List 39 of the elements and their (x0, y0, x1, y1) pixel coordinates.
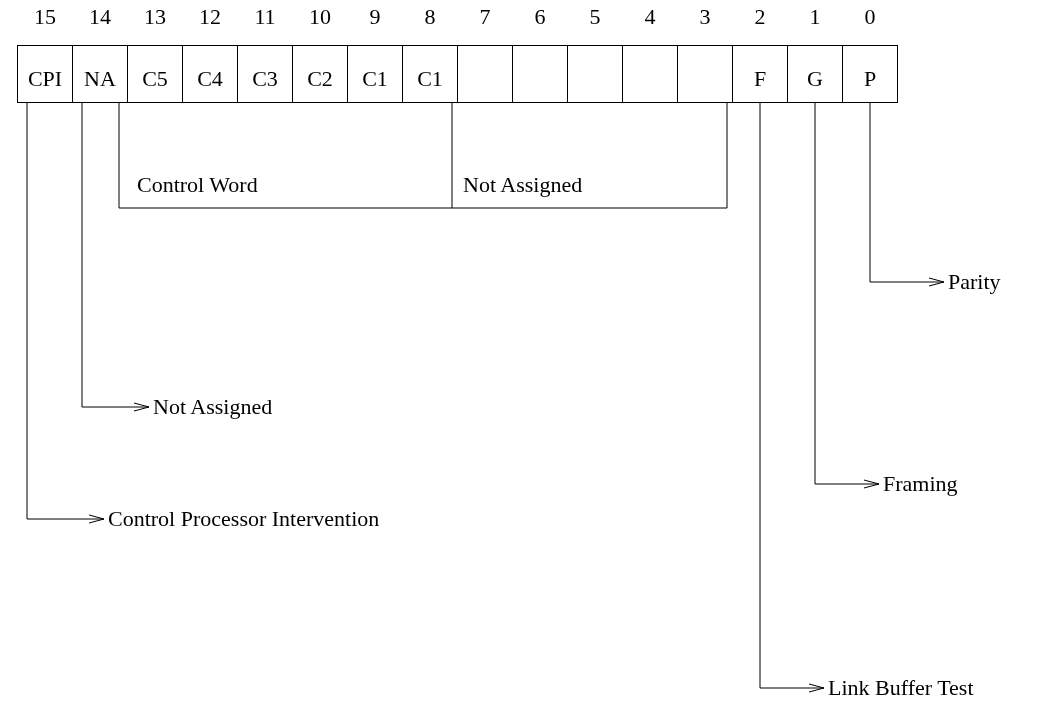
bit-number: 3 (698, 4, 712, 30)
bit-field-name: G (806, 66, 824, 92)
leader-arrow (869, 102, 945, 287)
group-label: Not Assigned (463, 172, 583, 198)
bit-number: 4 (643, 4, 657, 30)
leader-arrow (26, 102, 105, 524)
bit-number: 14 (88, 4, 112, 30)
bit-number: 10 (308, 4, 332, 30)
bit-number: 1 (808, 4, 822, 30)
bit-field-name: C3 (251, 66, 279, 92)
bit-number: 2 (753, 4, 767, 30)
leader-arrow (759, 102, 825, 693)
field-description: Not Assigned (153, 395, 273, 419)
bit-number: 0 (863, 4, 877, 30)
leader-arrow (814, 102, 880, 489)
bit-field-name: C1 (416, 66, 444, 92)
bit-number: 8 (423, 4, 437, 30)
bit-number: 12 (198, 4, 222, 30)
bit-field-name: C4 (196, 66, 224, 92)
bit-number: 6 (533, 4, 547, 30)
bit-number: 11 (253, 4, 277, 30)
bit-field-name: CPI (26, 66, 64, 92)
bit-field-name: NA (83, 66, 117, 92)
bit-number: 5 (588, 4, 602, 30)
leader-arrow (81, 102, 150, 412)
bit-field-name: C1 (361, 66, 389, 92)
bit-number: 7 (478, 4, 492, 30)
field-description: Link Buffer Test (828, 676, 974, 700)
bit-number: 13 (143, 4, 167, 30)
bit-field-name: P (862, 66, 878, 92)
field-description: Control Processor Intervention (108, 507, 380, 531)
field-description: Parity (948, 270, 1001, 294)
bit-field-name: C2 (306, 66, 334, 92)
field-description: Framing (883, 472, 958, 496)
group-label: Control Word (137, 172, 258, 198)
bit-field-name: F (752, 66, 768, 92)
bit-number: 15 (33, 4, 57, 30)
bit-number: 9 (368, 4, 382, 30)
bit-field-name: C5 (141, 66, 169, 92)
